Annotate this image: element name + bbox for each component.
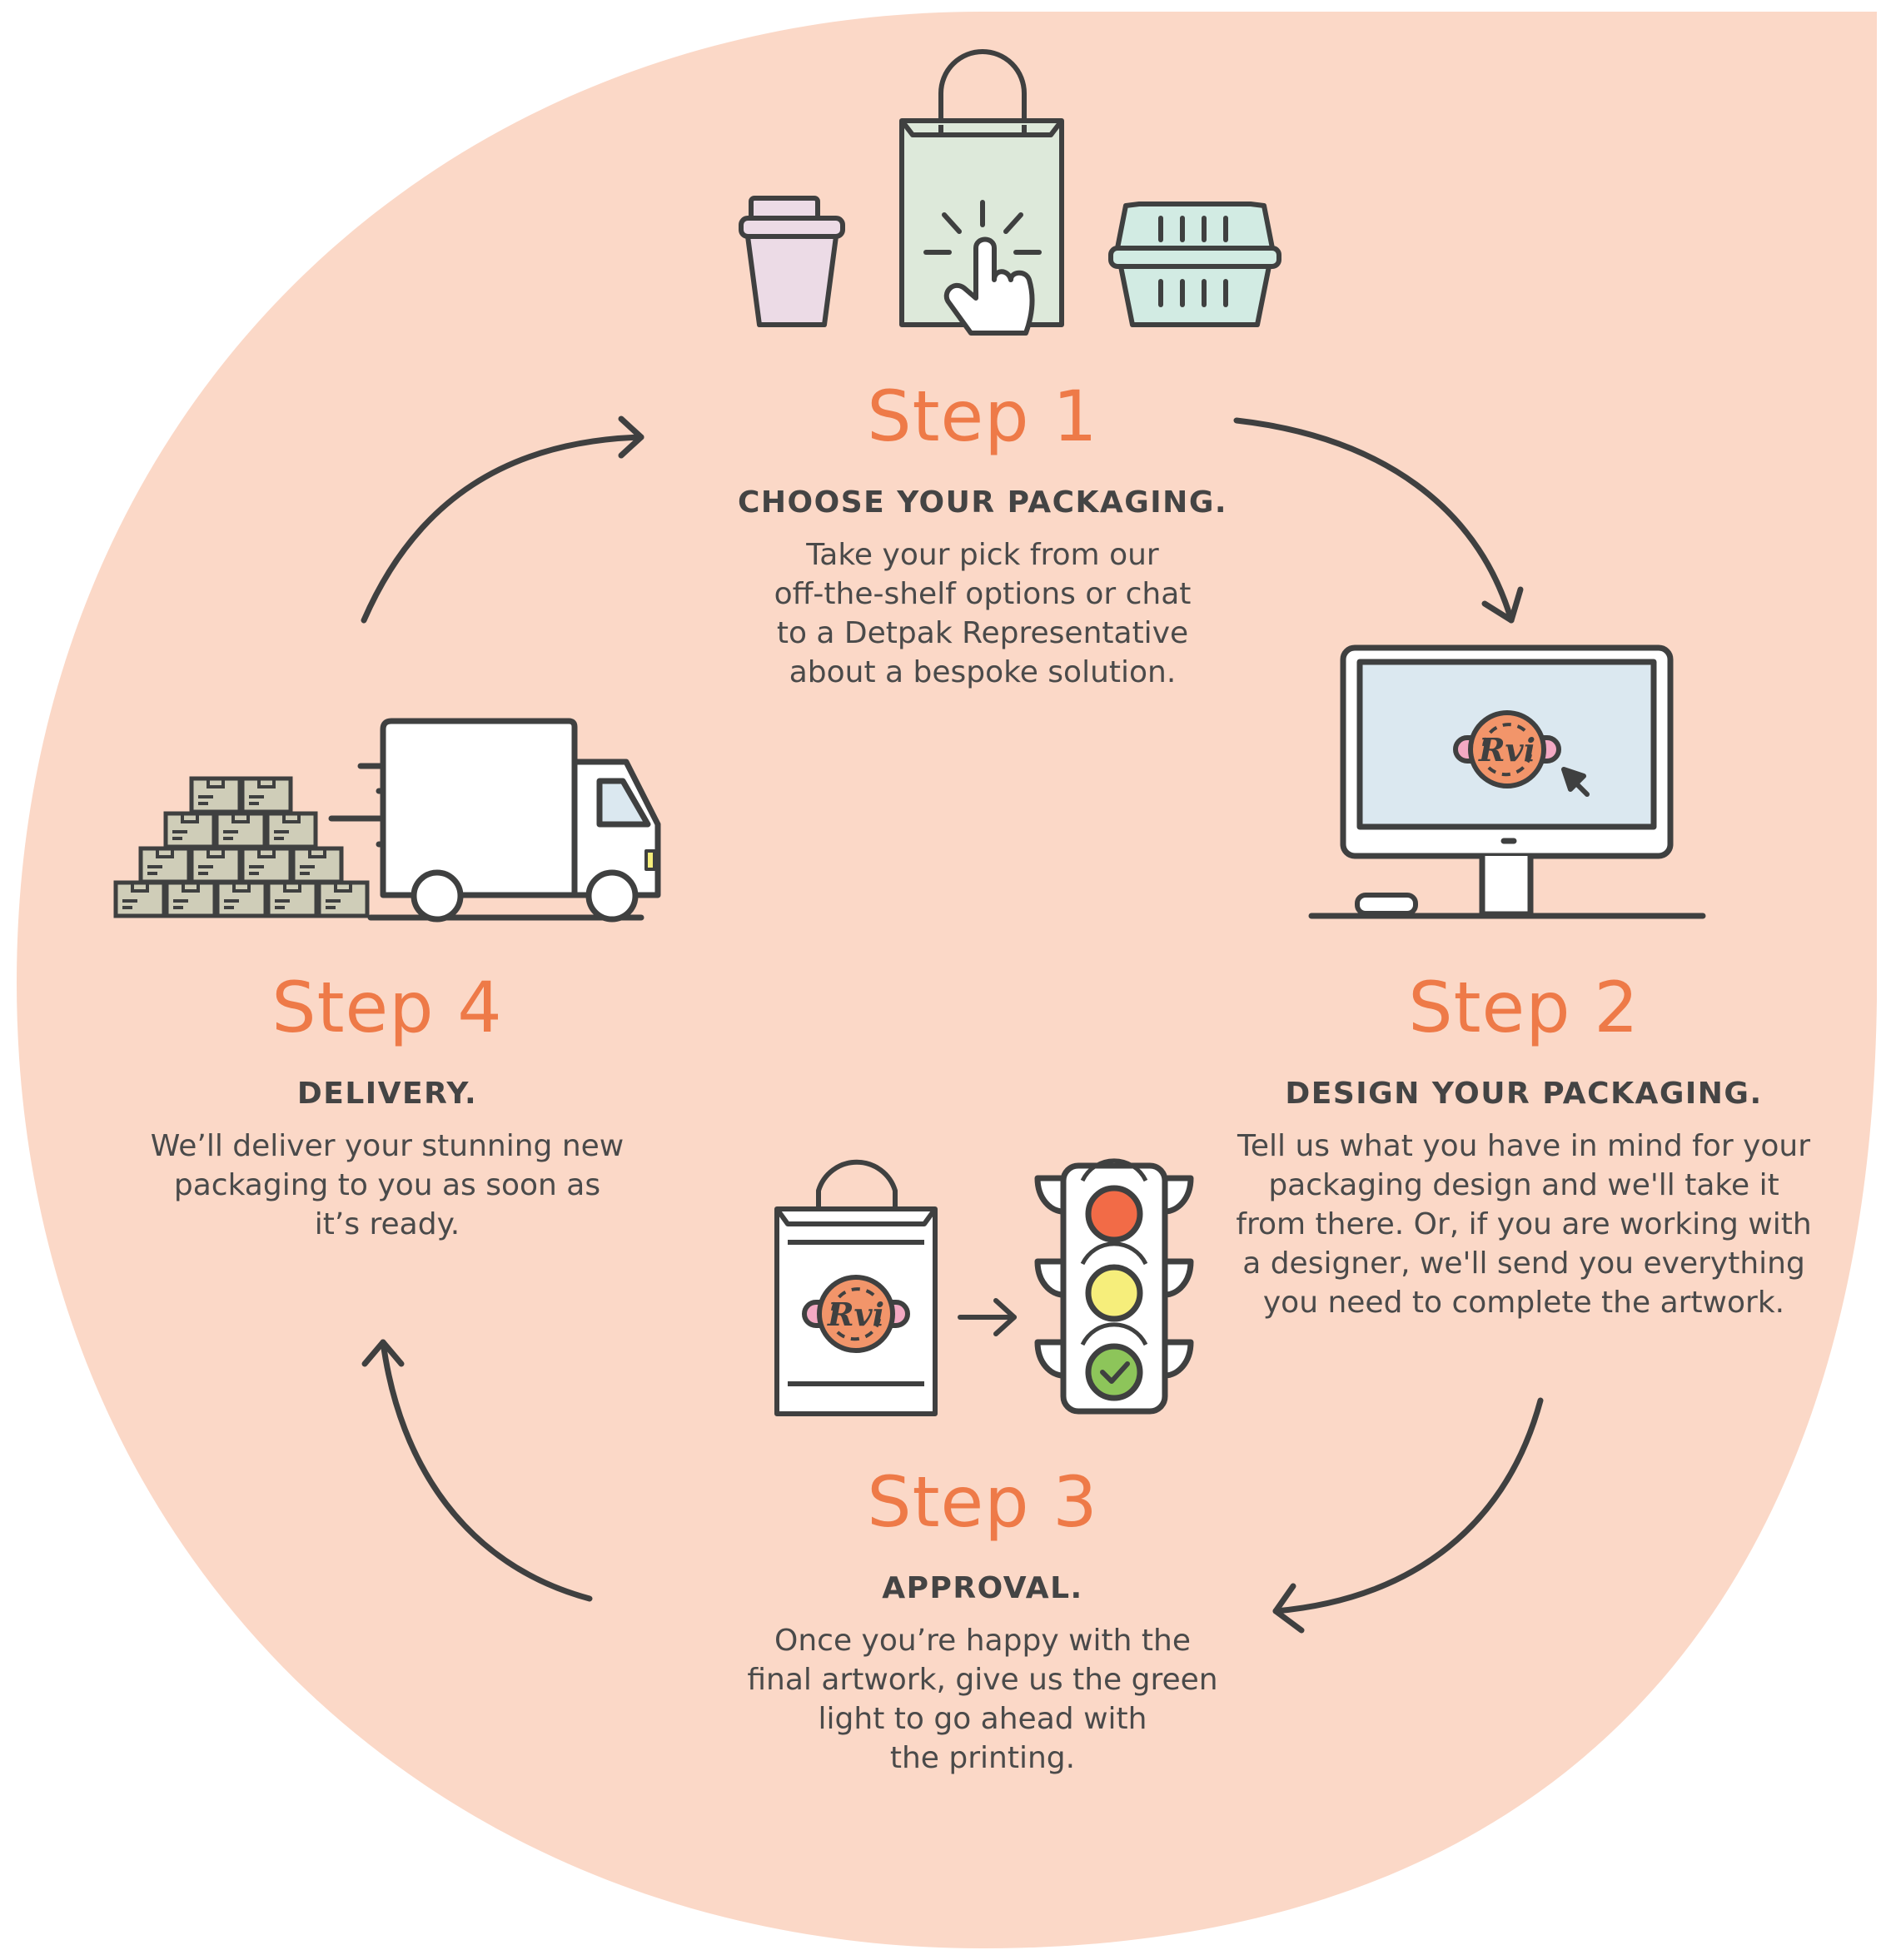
cursor-arrow-icon [1561, 767, 1590, 797]
step-3-body-line: final artwork, give us the green [747, 1663, 1218, 1698]
step-1-body: Take your pick from our off-the-shelf op… [691, 535, 1274, 692]
step-4-title: Step 4 [271, 967, 503, 1048]
cycle-arrows [361, 415, 1544, 1634]
step-2-body-line: Tell us what you have in mind for your [1237, 1129, 1811, 1164]
step-3-body-line: the printing. [889, 1741, 1076, 1776]
step-1-body-line: Take your pick from our [806, 538, 1159, 573]
step-3-block: Step 3 APPROVAL. Once you’re happy with … [691, 1467, 1274, 1778]
step-2-body: Tell us what you have in mind for your p… [1199, 1127, 1849, 1322]
arrow-step1-to-step2 [1233, 417, 1515, 624]
arrow-right-icon [958, 1298, 1017, 1336]
arrow-step3-to-step4 [380, 1339, 593, 1602]
step-2-block: Step 2 DESIGN YOUR PACKAGING. Tell us wh… [1199, 973, 1849, 1322]
step-2-title: Step 2 [1408, 967, 1640, 1048]
step-1-title: Step 1 [867, 376, 1098, 457]
step-4-body-line: We’ll deliver your stunning new [150, 1129, 625, 1164]
traffic-light-icon [1034, 1158, 1194, 1415]
food-container-icon [1108, 201, 1281, 327]
step-1-body-line: to a Detpak Representative [776, 616, 1189, 651]
step-1-body-line: off-the-shelf options or chat [774, 577, 1192, 612]
step-2-heading: DESIGN YOUR PACKAGING. [1285, 1077, 1763, 1111]
step-4-body: We’ll deliver your stunning new packagin… [108, 1127, 666, 1244]
step-3-body-line: light to go ahead with [818, 1702, 1147, 1737]
step-2-body-line: from there. Or, if you are working with [1236, 1207, 1812, 1242]
step-1-block: Step 1 CHOOSE YOUR PACKAGING. Take your … [691, 381, 1274, 692]
coffee-cup-icon [739, 196, 845, 327]
tap-hand-icon [923, 200, 1042, 336]
checkmark-icon [1100, 1361, 1130, 1384]
background-blob [17, 12, 1877, 1948]
step-4-block: Step 4 DELIVERY. We’ll deliver your stun… [108, 973, 666, 1244]
step-2-body-line: you need to complete the artwork. [1262, 1286, 1785, 1321]
mouse-icon [1355, 893, 1418, 916]
step-4-heading: DELIVERY. [296, 1077, 478, 1111]
arrow-step2-to-step3 [1272, 1397, 1544, 1614]
step-1-body-line: about a bespoke solution. [789, 655, 1177, 690]
step-2-body-line: packaging design and we'll take it [1268, 1168, 1779, 1203]
arrow-step4-to-step1 [361, 434, 644, 624]
step-3-body-line: Once you’re happy with the [774, 1624, 1191, 1659]
step-4-body-line: packaging to you as soon as [173, 1168, 601, 1203]
step-1-heading: CHOOSE YOUR PACKAGING. [737, 485, 1228, 520]
step-3-heading: APPROVAL. [882, 1571, 1083, 1605]
step-3-body: Once you’re happy with the final artwork… [691, 1621, 1274, 1778]
step-2-body-line: a designer, we'll send you everything [1242, 1246, 1805, 1281]
step-3-title: Step 3 [867, 1461, 1098, 1543]
step-4-body-line: it’s ready. [314, 1207, 460, 1242]
delivery-truck-icon [328, 718, 661, 923]
